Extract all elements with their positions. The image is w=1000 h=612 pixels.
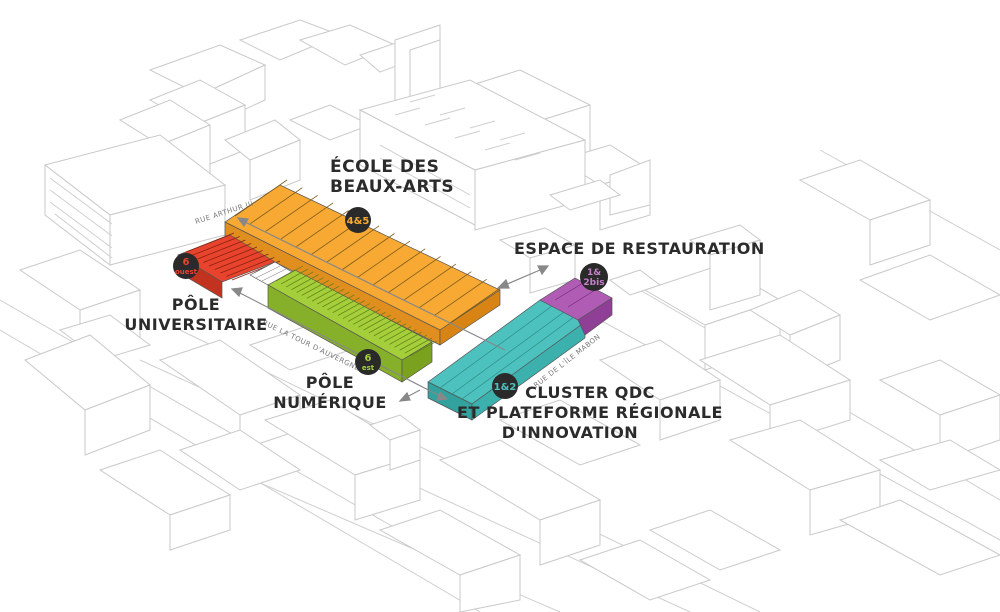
roof-ridge-line [403, 263, 457, 301]
roof-ridge-line [363, 314, 391, 331]
pole-numerique-building[interactable] [267, 265, 438, 383]
roof-ridge-line [291, 274, 319, 290]
badge-4-5-text: 4&5 [347, 216, 370, 227]
roof-ridge-line [286, 271, 314, 288]
roof-ridge-line [353, 308, 381, 325]
roof-ridge-line [342, 303, 371, 319]
annotation-arrows [230, 217, 550, 402]
roof-ridge-line [327, 294, 355, 311]
roof-ridge-line [317, 288, 345, 305]
badge-6-est-sub: est [362, 364, 375, 372]
label-cluster-line2: ET PLATEFORME RÉGIONALE [457, 403, 723, 422]
roof-ridge-line [234, 179, 288, 217]
roof-ridge-line [280, 202, 334, 240]
badge-6-ouest-num: 6 [183, 257, 190, 268]
roof-ridge-line [311, 285, 340, 302]
label-espace-restauration: ESPACE DE RESTAURATION [514, 239, 765, 258]
roof-ridge-line [394, 332, 422, 348]
badge-1-2-text: 1&2 [494, 382, 517, 393]
label-pole-numerique: PÔLE NUMÉRIQUE [273, 373, 387, 412]
roof-ridge-line [280, 268, 309, 285]
roof-ridge-line [275, 265, 304, 282]
label-pole-num-line2: NUMÉRIQUE [273, 393, 387, 412]
roof-ridge-line [250, 187, 303, 224]
roof-ridge-line [220, 253, 269, 274]
roof-ridge-line [389, 329, 417, 345]
roof-ridge-line [347, 306, 376, 322]
roof-ridge-line [306, 283, 335, 299]
label-pole-universitaire: PÔLE UNIVERSITAIRE [124, 295, 267, 334]
roof-ridge-line [373, 320, 402, 337]
roof-ridge-line [384, 326, 412, 342]
roof-ridge-line [449, 286, 503, 324]
roof-ridge-line [378, 323, 407, 339]
badge-1-2bis-l2: 2bis [583, 278, 604, 288]
badge-6-ouest-sub: ouest [175, 268, 198, 276]
badge-6-est: 6 est [355, 349, 381, 375]
roof-ridge-line [357, 240, 411, 278]
roof-ridge-line [342, 233, 395, 270]
roof-ridge-line [332, 297, 360, 314]
roof-ridge-line [358, 311, 386, 328]
badge-1-2: 1&2 [492, 373, 518, 399]
roof-ridge-line [197, 239, 246, 260]
roof-ridge-line [326, 225, 380, 263]
badge-6-ouest: 6 ouest [173, 253, 199, 279]
roof-ridge-line [185, 232, 235, 253]
roof-ridge-line [226, 257, 275, 277]
label-pole-univ-line2: UNIVERSITAIRE [124, 315, 267, 334]
roof-ridge-line [399, 334, 427, 351]
label-ecole-line1: ÉCOLE DES [330, 155, 439, 177]
roof-ridge-line [296, 210, 349, 247]
roof-ridge-line [419, 271, 472, 309]
label-pole-num-line1: PÔLE [306, 373, 354, 392]
badge-1-2bis-l1: 1& [587, 268, 601, 278]
roof-ridge-line [191, 236, 240, 256]
roof-ridge-line [296, 277, 324, 293]
roof-ridge-line [203, 243, 252, 263]
label-pole-univ-line1: PÔLE [172, 295, 220, 314]
roof-ridge-line [322, 291, 350, 308]
roof-ridge-line [409, 340, 438, 357]
roof-ridge-line [337, 300, 366, 316]
label-ecole-line2: BEAUX-ARTS [330, 177, 454, 197]
label-cluster: CLUSTER QDC ET PLATEFORME RÉGIONALE D'IN… [457, 383, 723, 442]
roof-ridge-line [214, 250, 263, 270]
badge-4-5: 4&5 [345, 207, 371, 233]
label-cluster-line1: CLUSTER QDC [525, 383, 655, 402]
roof-ridge-line [404, 337, 433, 354]
roof-ridge-line [372, 248, 426, 286]
label-cluster-line3: D'INNOVATION [502, 423, 638, 442]
roof-ridge-line [208, 246, 258, 267]
roof-ridge-line [388, 256, 441, 293]
ecole-beaux-arts-building[interactable] [224, 179, 503, 346]
roof-ridge-line [368, 317, 396, 334]
label-ecole: ÉCOLE DES BEAUX-ARTS [330, 155, 454, 197]
roof-ridge-line [301, 280, 329, 296]
roof-ridge-line [434, 279, 487, 316]
badge-1-2bis: 1& 2bis [580, 263, 608, 291]
badge-6-est-num: 6 [365, 353, 372, 364]
roof-ridge-line [265, 194, 318, 232]
context-buildings [0, 19, 1000, 612]
